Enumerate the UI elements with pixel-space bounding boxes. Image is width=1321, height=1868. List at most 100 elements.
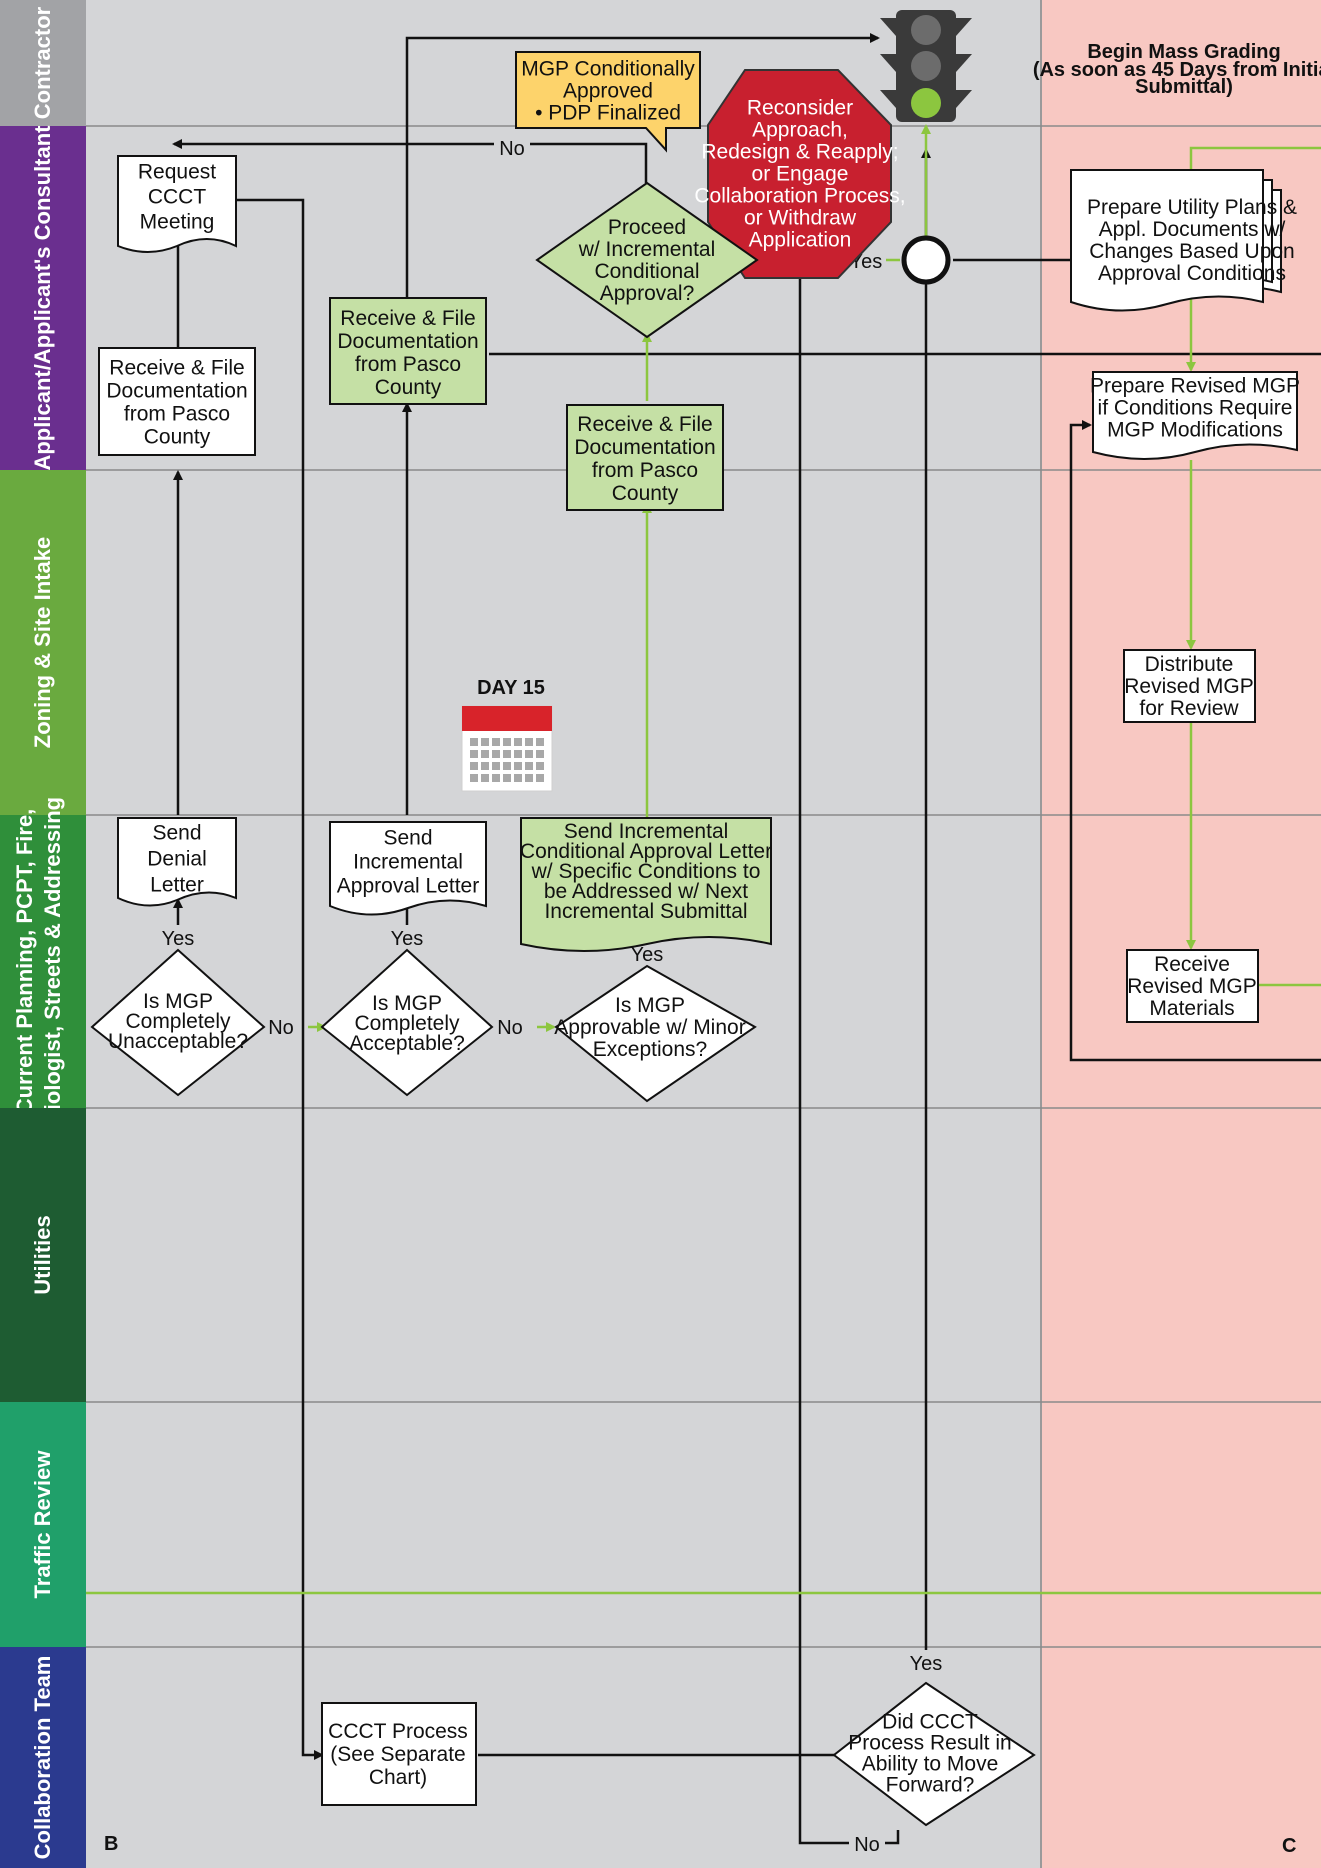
calendar-cell bbox=[492, 738, 500, 746]
prepare-utility-line-2: Appl. Documents w/ bbox=[1099, 218, 1286, 241]
lane-label-4-line1: Current Planning, PCPT, Fire, bbox=[12, 809, 37, 1115]
receive-doc-3-line-1: Receive & File bbox=[577, 413, 712, 436]
panel-pink bbox=[1041, 0, 1321, 1868]
mass-grading-title: Begin Mass Grading bbox=[1087, 41, 1280, 63]
receive-doc-1-line-2: Documentation bbox=[106, 380, 247, 403]
ccct-result-decision-line-3: Ability to Move bbox=[862, 1752, 999, 1775]
proceed-decision-line-2: w/ Incremental bbox=[578, 238, 716, 261]
calendar-cell bbox=[481, 762, 489, 770]
section-letter-c: C bbox=[1282, 1835, 1296, 1857]
ccct-result-decision-line-2: Process Result in bbox=[848, 1731, 1011, 1754]
edge-label-yes-approvable: Yes bbox=[631, 944, 664, 966]
distribute-revised-line-2: Revised MGP bbox=[1124, 675, 1254, 698]
receive-revised-line-2: Revised MGP bbox=[1127, 975, 1257, 998]
approvable-decision-line-1: Is MGP bbox=[615, 994, 685, 1017]
edge-label-yes-unacceptable: Yes bbox=[162, 928, 195, 950]
calendar-icon: DAY 15 bbox=[461, 677, 553, 792]
ccct-process-line-1: CCCT Process bbox=[328, 1720, 468, 1743]
acceptable-decision-line-1: Is MGP bbox=[372, 992, 442, 1015]
edge-label-no-acceptable: No bbox=[497, 1017, 523, 1039]
callout-line-3: • PDP Finalized bbox=[535, 101, 681, 124]
ccct-process-line-2: (See Separate bbox=[330, 1743, 465, 1766]
proceed-decision-line-1: Proceed bbox=[608, 216, 686, 239]
send-incremental-line-3: Approval Letter bbox=[337, 874, 479, 897]
receive-doc-3-line-2: Documentation bbox=[574, 436, 715, 459]
receive-doc-2-line-1: Receive & File bbox=[340, 307, 475, 330]
lane-bar-7 bbox=[0, 1647, 86, 1868]
callout-line-2: Approved bbox=[563, 79, 653, 102]
calendar-cell bbox=[525, 762, 533, 770]
traffic-light-icon bbox=[880, 10, 972, 122]
calendar-cell bbox=[514, 750, 522, 758]
send-conditional-line-5: Incremental Submittal bbox=[544, 900, 747, 923]
lane-bar-5 bbox=[0, 1108, 86, 1402]
stop-sign-line-6: or Withdraw bbox=[744, 206, 857, 229]
calendar-cell bbox=[503, 738, 511, 746]
calendar-cell bbox=[503, 750, 511, 758]
receive-doc-1-line-1: Receive & File bbox=[109, 357, 244, 380]
receive-doc-2-line-2: Documentation bbox=[337, 330, 478, 353]
calendar-cell bbox=[492, 774, 500, 782]
calendar-cell bbox=[481, 774, 489, 782]
lane-bar-4 bbox=[0, 815, 86, 1108]
prepare-utility-line-4: Approval Conditions bbox=[1098, 262, 1286, 285]
request-ccct-line-3: Meeting bbox=[140, 210, 215, 233]
ccct-result-decision-line-1: Did CCCT bbox=[882, 1710, 978, 1733]
receive-doc-1-line-3: from Pasco bbox=[124, 403, 230, 426]
calendar-cell bbox=[503, 762, 511, 770]
stop-sign-line-4: or Engage bbox=[752, 162, 849, 185]
edge-label-yes-acceptable: Yes bbox=[391, 928, 424, 950]
calendar-cell bbox=[536, 774, 544, 782]
lane-label-5: Utilities bbox=[30, 1215, 55, 1294]
mass-grading-sub1: (As soon as 45 Days from Initial bbox=[1033, 59, 1321, 81]
edge-label-no-unacceptable: No bbox=[268, 1017, 294, 1039]
lane-bar-3 bbox=[0, 470, 86, 815]
ccct-process-line-3: Chart) bbox=[369, 1766, 427, 1789]
lane-label-6: Traffic Review bbox=[30, 1450, 55, 1599]
edge-label-no-proceed: No bbox=[499, 138, 525, 160]
receive-doc-2-line-4: County bbox=[375, 376, 442, 399]
prepare-utility-line-1: Prepare Utility Plans & bbox=[1087, 196, 1297, 219]
lane-label-3: Zoning & Site Intake bbox=[30, 537, 55, 748]
calendar-cell bbox=[514, 762, 522, 770]
calendar-cell bbox=[470, 762, 478, 770]
calendar-cell bbox=[481, 738, 489, 746]
calendar-cell bbox=[536, 738, 544, 746]
proceed-decision-line-3: Conditional bbox=[594, 260, 699, 283]
receive-revised-line-3: Materials bbox=[1149, 997, 1234, 1020]
receive-doc-3-line-3: from Pasco bbox=[592, 459, 698, 482]
calendar-cell bbox=[503, 774, 511, 782]
calendar-cell bbox=[514, 738, 522, 746]
junction-circle bbox=[901, 235, 951, 285]
calendar-cell bbox=[470, 774, 478, 782]
distribute-revised-line-3: for Review bbox=[1139, 697, 1239, 720]
receive-doc-2-line-3: from Pasco bbox=[355, 353, 461, 376]
edge-label-no-ccct: No bbox=[854, 1834, 880, 1856]
unacceptable-decision-line-3: Unacceptable? bbox=[108, 1030, 248, 1053]
distribute-revised-line-1: Distribute bbox=[1145, 653, 1234, 676]
stop-sign-line-5: Collaboration Process, bbox=[694, 184, 905, 207]
prepare-utility-line-3: Changes Based Upon bbox=[1089, 240, 1294, 263]
calendar-cell bbox=[536, 762, 544, 770]
calendar-day-label: DAY 15 bbox=[477, 677, 545, 699]
stop-sign-line-2: Approach, bbox=[752, 118, 848, 141]
calendar-cell bbox=[525, 738, 533, 746]
calendar-cell bbox=[514, 774, 522, 782]
send-conditional-line-4: be Addressed w/ Next bbox=[544, 880, 748, 903]
ccct-result-decision-line-4: Forward? bbox=[886, 1773, 975, 1796]
stop-sign-line-3: Redesign & Reapply; bbox=[701, 140, 898, 163]
section-letter-b: B bbox=[104, 1833, 118, 1855]
lane-bar-6 bbox=[0, 1402, 86, 1647]
unacceptable-decision-line-1: Is MGP bbox=[143, 990, 213, 1013]
lane-bar-2 bbox=[0, 126, 86, 470]
edge-label-yes-ccct: Yes bbox=[910, 1653, 943, 1675]
